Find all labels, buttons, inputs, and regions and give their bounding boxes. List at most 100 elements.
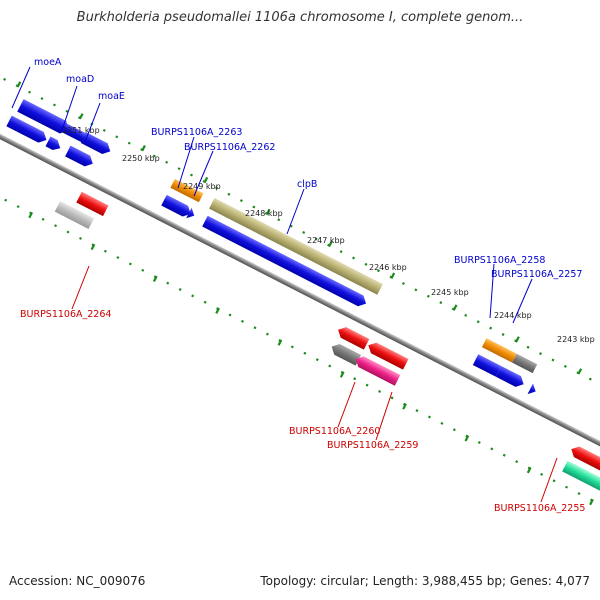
gene-label-moaE[interactable]: moaE: [98, 91, 125, 102]
gene-forward-cds[interactable]: [472, 354, 502, 377]
tick-mark: [464, 313, 468, 317]
tick-mark: [253, 326, 257, 330]
gene-forward-cds[interactable]: [6, 115, 49, 146]
gene-BURPS1106A_2264[interactable]: [54, 200, 95, 229]
gene-BURPS1106A_2258[interactable]: [481, 338, 517, 363]
tick-label: 2244 kbp: [494, 311, 532, 320]
tick-label: 2249 kbp: [183, 182, 221, 191]
chromosome-backbone: [0, 119, 600, 461]
gene-reverse-cds[interactable]: [76, 191, 109, 217]
tick-mark: [52, 103, 56, 107]
tick-mark: [588, 377, 592, 381]
major-tick-mark: [277, 339, 283, 346]
forward-tick-track: [3, 77, 592, 381]
tick-mark: [41, 217, 45, 221]
tick-label: 2248 kbp: [245, 209, 283, 218]
gene-forward-cds[interactable]: [495, 366, 526, 389]
tick-mark: [66, 230, 70, 234]
major-tick-mark: [152, 275, 158, 283]
tick-mark: [203, 300, 207, 304]
tick-mark: [390, 396, 394, 400]
tick-mark: [166, 281, 170, 285]
tick-mark: [178, 287, 182, 291]
tick-mark: [228, 313, 232, 317]
gene-BURPS1106A_2257[interactable]: [512, 353, 538, 374]
gene-moaE[interactable]: [80, 132, 113, 156]
tick-label: 2243 kbp: [557, 335, 595, 344]
gene-moaD[interactable]: [62, 123, 92, 145]
tick-mark: [315, 358, 319, 362]
tick-label: 2250 kbp: [122, 154, 160, 163]
tick-mark: [476, 320, 480, 324]
tick-label: 2251 kbp: [62, 126, 100, 135]
tick-label: 2246 kbp: [369, 263, 407, 272]
tick-mark: [177, 167, 181, 171]
tick-mark: [540, 472, 544, 476]
tick-mark: [303, 351, 307, 355]
major-tick-mark: [515, 336, 520, 343]
tick-mark: [141, 268, 145, 272]
gene-label-BURPS1106A_2263[interactable]: BURPS1106A_2263: [151, 127, 242, 138]
gene-forward-cds[interactable]: [186, 207, 197, 221]
gene-label-clpB[interactable]: clpB: [297, 179, 317, 190]
gene-label-BURPS1106A_2264[interactable]: BURPS1106A_2264: [20, 309, 111, 320]
major-tick-mark: [265, 208, 271, 216]
tick-mark: [302, 230, 306, 234]
tick-mark: [502, 453, 506, 457]
major-tick-mark: [141, 144, 146, 152]
major-tick-mark: [390, 272, 396, 279]
major-tick-mark: [402, 403, 407, 410]
reverse-label-leaders: [71, 265, 558, 503]
gene-label-BURPS1106A_2262[interactable]: BURPS1106A_2262: [184, 142, 275, 153]
major-tick-mark: [215, 307, 220, 314]
tick-mark: [352, 256, 356, 260]
tick-mark: [165, 160, 169, 164]
gene-reverse-cds[interactable]: [366, 340, 409, 370]
tick-mark: [4, 198, 8, 202]
tick-mark: [365, 383, 369, 387]
gene-clpB[interactable]: [209, 197, 383, 295]
tick-mark: [241, 319, 244, 323]
tick-mark: [214, 186, 218, 190]
gene-forward-cds[interactable]: [65, 145, 95, 169]
gene-moeA[interactable]: [17, 99, 71, 136]
tick-mark: [552, 479, 556, 483]
gene-label-BURPS1106A_2255[interactable]: BURPS1106A_2255: [494, 503, 585, 514]
major-tick-mark: [464, 435, 470, 442]
tick-label: 2247 kbp: [307, 236, 345, 245]
tick-mark: [563, 364, 567, 368]
accession-text: Accession: NC_009076: [9, 574, 146, 588]
tick-mark: [252, 205, 256, 209]
tick-mark: [515, 460, 519, 464]
gene-BURPS1106A_2259[interactable]: [353, 354, 401, 386]
gene-forward-cds[interactable]: [527, 383, 539, 396]
tick-mark: [539, 352, 542, 356]
gene-label-moeA[interactable]: moeA: [34, 57, 62, 68]
gene-reverse-cds[interactable]: [335, 324, 370, 350]
gene-label-BURPS1106A_2260[interactable]: BURPS1106A_2260: [289, 426, 380, 437]
gene-BURPS1106A_2255[interactable]: [562, 460, 600, 501]
gene-label-BURPS1106A_2258[interactable]: BURPS1106A_2258: [454, 255, 545, 266]
tick-mark: [152, 154, 156, 158]
tick-mark: [277, 218, 281, 222]
major-tick-mark: [203, 176, 209, 184]
tick-mark: [127, 141, 131, 145]
gene-forward-cds[interactable]: [161, 194, 193, 219]
tick-mark: [16, 205, 20, 209]
gene-BURPS1106A_2260[interactable]: [329, 341, 362, 366]
gene-forward-cds[interactable]: [202, 215, 369, 309]
gene-label-BURPS1106A_2257[interactable]: BURPS1106A_2257: [491, 269, 582, 280]
tick-mark: [79, 236, 82, 240]
tick-mark: [103, 249, 107, 253]
reverse-tick-track: [4, 198, 594, 506]
gene-label-moaD[interactable]: moaD: [66, 74, 94, 85]
major-tick-mark: [28, 211, 34, 219]
tick-label: 2245 kbp: [431, 288, 469, 297]
reverse-gene-labels: BURPS1106A_2264 BURPS1106A_2260 BURPS110…: [20, 309, 585, 514]
gene-label-BURPS1106A_2259[interactable]: BURPS1106A_2259: [327, 440, 418, 451]
gene-reverse-cds[interactable]: [569, 444, 600, 483]
gene-forward-cds[interactable]: [45, 136, 63, 153]
tick-mark: [551, 358, 555, 362]
